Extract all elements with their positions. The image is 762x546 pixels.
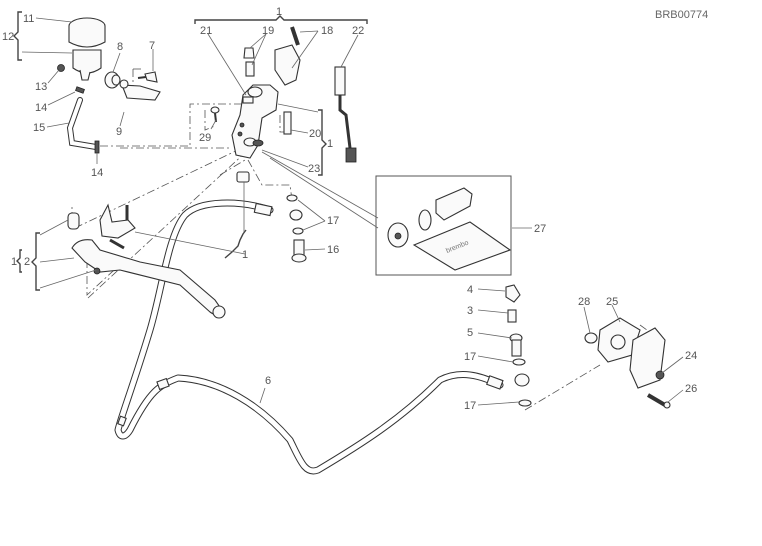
callout-16: 16 <box>327 244 339 256</box>
callout-15: 15 <box>33 122 45 134</box>
callout-17-lower: 17 <box>464 400 476 412</box>
callout-14-upper: 14 <box>35 102 47 114</box>
callout-1-mid: 1 <box>242 249 248 261</box>
callout-21: 21 <box>200 25 212 37</box>
repair-kit-box: brembo <box>261 151 512 276</box>
upper-fittings <box>286 194 307 263</box>
braces <box>13 11 368 291</box>
clutch-hose <box>114 199 504 475</box>
callout-17-mid: 17 <box>464 351 476 363</box>
callout-23: 23 <box>308 163 320 175</box>
callout-1-top: 1 <box>276 6 282 18</box>
callout-9: 9 <box>116 126 122 138</box>
callout-29: 29 <box>199 132 211 144</box>
callout-2: 2 <box>24 256 30 268</box>
callout-5: 5 <box>467 327 473 339</box>
callout-1-right: 1 <box>327 138 333 150</box>
callout-20: 20 <box>309 128 321 140</box>
callout-18: 18 <box>321 25 333 37</box>
callouts: 1 11 12 13 14 15 14 8 7 9 21 19 18 22 20… <box>2 6 697 412</box>
callout-7: 7 <box>149 40 155 52</box>
callout-11: 11 <box>23 13 34 25</box>
callout-17-upper: 17 <box>327 215 339 227</box>
switch <box>334 66 357 163</box>
callout-26: 26 <box>685 383 697 395</box>
callout-1-left: 1 <box>11 256 17 268</box>
slave-cylinder <box>584 317 671 409</box>
callout-24: 24 <box>685 350 697 362</box>
assembly-lines <box>71 68 648 411</box>
reservoir-group <box>57 17 161 154</box>
lever <box>67 203 226 319</box>
lower-fittings <box>505 284 532 407</box>
callout-12: 12 <box>2 31 14 43</box>
callout-6: 6 <box>265 375 271 387</box>
master-cylinder <box>210 26 301 183</box>
callout-25: 25 <box>606 296 618 308</box>
callout-3: 3 <box>467 305 473 317</box>
callout-13: 13 <box>35 81 47 93</box>
callout-19: 19 <box>262 25 274 37</box>
callout-8: 8 <box>117 41 123 53</box>
callout-14-lower: 14 <box>91 167 103 179</box>
leader-lines <box>21 17 684 406</box>
callout-28: 28 <box>578 296 590 308</box>
callout-22: 22 <box>352 25 364 37</box>
callout-27: 27 <box>534 223 546 235</box>
diagram-code: BRB00774 <box>655 9 708 21</box>
callout-4: 4 <box>467 284 473 296</box>
